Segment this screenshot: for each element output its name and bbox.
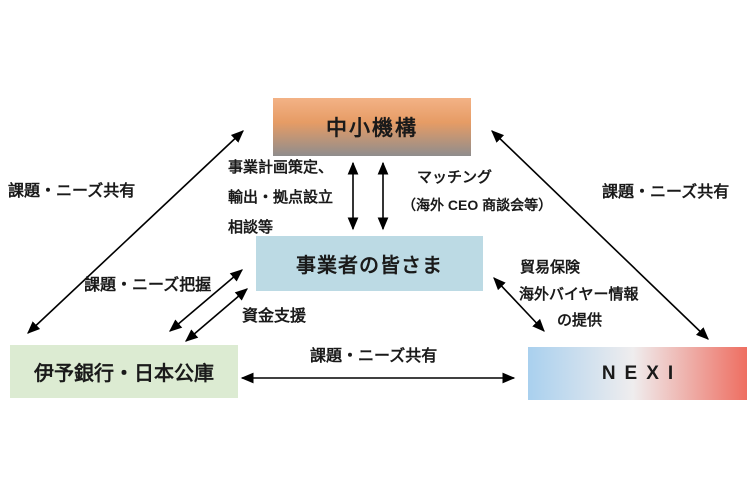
label-matching-line2: （海外 CEO 商談会等） — [402, 197, 553, 213]
node-chusho-kiko: 中小機構 — [273, 98, 471, 156]
arrow-iyobank-jigyosha-2 — [185, 288, 248, 342]
label-trade-insurance-line2: 海外バイヤー情報 — [519, 286, 639, 303]
label-left-issues-needs-share: 課題・ニーズ共有 — [8, 183, 136, 200]
label-business-plan-line1: 事業計画策定、 — [228, 159, 334, 176]
node-nexi: NEXI — [528, 347, 747, 400]
label-right-issues-needs-share: 課題・ニーズ共有 — [602, 184, 730, 201]
label-bottom-issues-needs-share: 課題・ニーズ共有 — [310, 348, 438, 365]
label-funding-support: 資金支援 — [242, 308, 307, 325]
label-business-plan-line3: 相談等 — [228, 219, 274, 236]
label-trade-insurance-line1: 貿易保険 — [520, 259, 581, 276]
node-jigyosha-no-minasama: 事業者の皆さま — [256, 236, 483, 291]
label-matching-line1: マッチング — [417, 169, 493, 186]
arrow-nexi-chusho — [491, 130, 709, 340]
label-issues-needs-grasp: 課題・ニーズ把握 — [84, 277, 212, 294]
node-iyo-bank-nihon-koko: 伊予銀行・日本公庫 — [10, 345, 238, 398]
label-business-plan-line2: 輸出・拠点設立 — [228, 189, 334, 206]
arrow-iyobank-chusho — [27, 130, 244, 334]
label-trade-insurance-line3: の提供 — [557, 312, 603, 329]
